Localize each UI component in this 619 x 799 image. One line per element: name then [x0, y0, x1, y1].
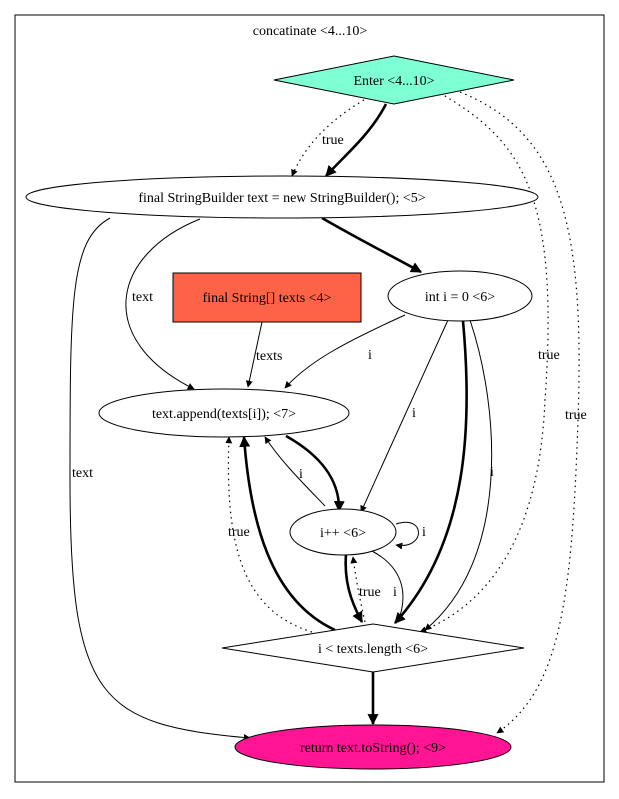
edge-enter-to-sb	[325, 103, 388, 177]
edge-label-incr-cond: i	[393, 585, 397, 600]
edge-enter-to-sb-true	[291, 99, 365, 177]
edge-sb-to-ret	[69, 217, 251, 741]
edge-init-to-cond	[394, 320, 468, 624]
edge-enter-to-cond	[419, 92, 549, 633]
node-stringbuilder[interactable]: final StringBuilder text = new StringBui…	[25, 175, 539, 219]
edge-label-cond-incr: true	[359, 585, 381, 600]
edge-sb-to-append	[125, 218, 201, 390]
edge-sb-to-init	[321, 216, 422, 274]
edge-init-to-append	[284, 314, 406, 389]
edge-init-to-cond-i	[424, 319, 493, 631]
node-condition[interactable]: i < texts.length <6>	[221, 623, 525, 673]
node-condition-label: i < texts.length <6>	[318, 642, 428, 657]
edges: true true true text text texts i i i	[69, 89, 587, 741]
edge-label-init-append: i	[368, 348, 372, 363]
edge-cond-to-incr	[350, 556, 366, 623]
edge-label-incr-append: i	[299, 467, 303, 482]
edge-label-enter-ret: true	[565, 408, 587, 423]
edge-label-enter-sb: true	[322, 133, 344, 148]
edge-cond-to-append-dotted	[225, 436, 313, 633]
cluster-title: concatinate <4...10>	[253, 24, 368, 39]
edge-cond-to-append-bold	[239, 435, 336, 632]
node-texts-param-label: final String[] texts <4>	[203, 291, 332, 306]
edge-incr-self-loop	[395, 521, 419, 550]
edge-label-enter-cond: true	[538, 348, 560, 363]
node-enter[interactable]: Enter <4...10>	[273, 55, 515, 105]
node-enter-label: Enter <4...10>	[353, 74, 434, 89]
edge-label-texts-append: texts	[256, 349, 282, 364]
edge-label-sb-ret: text	[72, 466, 93, 481]
edge-texts-to-append	[245, 321, 263, 388]
node-append-label: text.append(texts[i]); <7>	[152, 407, 296, 422]
edge-init-to-incr	[360, 319, 449, 513]
edge-incr-to-cond-bold	[344, 552, 364, 623]
edge-append-to-incr	[285, 434, 345, 513]
node-stringbuilder-label: final StringBuilder text = new StringBui…	[138, 191, 425, 206]
node-increment[interactable]: i++ <6>	[289, 508, 397, 556]
node-init[interactable]: int i = 0 <6>	[387, 270, 533, 322]
edge-label-cond-append: true	[228, 525, 250, 540]
node-return[interactable]: return text.toString(); <9>	[234, 724, 512, 770]
edge-incr-to-append	[264, 436, 326, 507]
node-increment-label: i++ <6>	[320, 526, 366, 541]
node-init-label: int i = 0 <6>	[425, 290, 495, 305]
edge-label-init-cond: i	[490, 465, 494, 480]
edge-incr-to-cond-i	[369, 549, 404, 623]
edge-label-init-incr: i	[412, 406, 416, 421]
node-return-label: return text.toString(); <9>	[300, 741, 446, 756]
edge-label-sb-append: text	[132, 290, 153, 305]
node-append[interactable]: text.append(texts[i]); <7>	[98, 388, 350, 438]
edge-label-incr-self: i	[422, 525, 426, 540]
node-texts-param[interactable]: final String[] texts <4>	[172, 272, 362, 323]
